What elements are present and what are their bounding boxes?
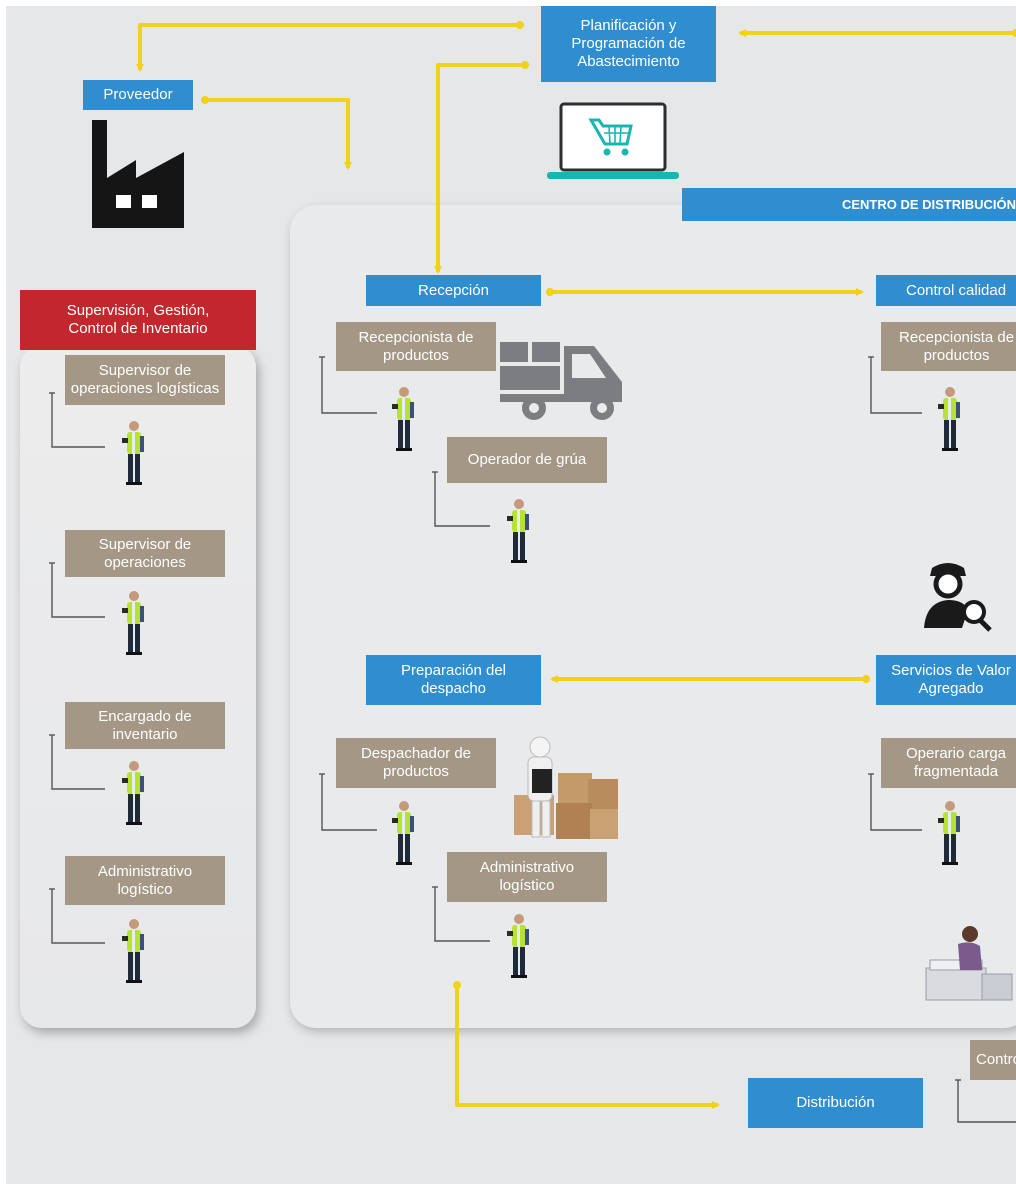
- operator-machine-illustration: [925, 926, 1013, 1001]
- dispatch-box: Preparación del despacho: [366, 655, 541, 705]
- worker-figure: [938, 801, 960, 865]
- worker-figure: [122, 761, 144, 825]
- role-box-receptionist: Recepcionista de productos: [336, 322, 496, 371]
- role-box-admin-logistics: Administrativo logístico: [65, 856, 225, 905]
- role-box-crane-operator: Operador de grúa: [447, 437, 607, 483]
- distribution-box: Distribución: [748, 1078, 923, 1128]
- reception-box: Recepción: [366, 275, 541, 306]
- role-box-quality-receptionist: Recepcionista de productos: [881, 322, 1016, 371]
- bracket-line: [51, 393, 105, 448]
- arrow-supplier-to-center: [205, 98, 352, 170]
- quality-control-label: Control calidad: [906, 281, 1007, 299]
- distribution-center-banner: CENTRO DE DISTRIBUCIÓN: [682, 188, 1016, 221]
- worker-figure: [392, 387, 414, 451]
- supervision-title: Supervisión, Gestión, Control de Inventa…: [20, 290, 256, 350]
- packing-boxes-illustration: [514, 736, 618, 839]
- worker-figure: [507, 499, 529, 563]
- inspector-icon: [924, 563, 992, 632]
- role-box-control-partial: Control: [970, 1040, 1016, 1080]
- role-label-control-partial: Control: [976, 1051, 1016, 1068]
- arrow-planning-to-supplier: [136, 23, 520, 72]
- worker-figure: [122, 919, 144, 983]
- truck-icon: [500, 342, 622, 420]
- shopping-cart-laptop-icon: [547, 102, 679, 179]
- worker-figure: [122, 421, 144, 485]
- planning-box: Planificación y Programación de Abasteci…: [541, 6, 716, 82]
- factory-icon: [92, 120, 184, 228]
- worker-figure: [507, 914, 529, 978]
- role-box-fragmented-cargo: Operario carga fragmentada: [881, 738, 1016, 788]
- role-box-supervisor-logistics: Supervisor de operaciones logísticas: [65, 355, 225, 405]
- role-label-quality-receptionist: Recepcionista de productos: [899, 328, 1015, 364]
- value-added-box: Servicios de Valor Agregado: [876, 655, 1016, 705]
- worker-figure: [938, 387, 960, 451]
- role-box-dispatch-admin: Administrativo logístico: [447, 852, 607, 902]
- distribution-center-label: CENTRO DE DISTRIBUCIÓN: [841, 196, 1016, 212]
- arrow-dispatch-to-distribution: [455, 985, 720, 1109]
- arrow-planning-to-reception: [434, 63, 525, 274]
- quality-control-box: Control calidad: [876, 275, 1016, 306]
- worker-figure: [122, 591, 144, 655]
- role-box-supervisor-operations: Supervisor de operaciones: [65, 530, 225, 577]
- role-box-inventory-manager: Encargado de inventario: [65, 702, 225, 749]
- role-box-dispatcher: Despachador de productos: [336, 738, 496, 788]
- worker-figure: [392, 801, 414, 865]
- supplier-box: Proveedor: [83, 80, 193, 110]
